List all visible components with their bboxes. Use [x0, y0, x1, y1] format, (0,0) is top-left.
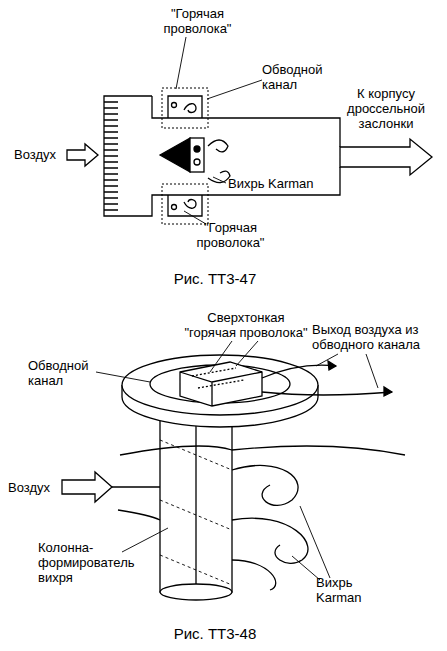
bypass-block [180, 362, 262, 406]
air-in-arrow [62, 472, 112, 502]
figure-caption: Рис. ТТ3-48 [150, 625, 280, 642]
hot-wire [172, 205, 177, 210]
part-label: Воздух [8, 480, 50, 495]
vortex-column-base [160, 584, 232, 600]
part-label: Вихрь Karman [316, 575, 371, 605]
part-label: Обводной канал [28, 358, 103, 388]
part-label: Сверхтонкая "горячая проволока" [182, 310, 310, 340]
leader-line [96, 341, 378, 580]
housing-outline [104, 96, 340, 216]
hot-wire [192, 368, 244, 388]
ring-top [122, 355, 318, 415]
part-label: Вихрь Karman [228, 176, 314, 191]
sensor-port [194, 159, 200, 165]
air-in-arrow [67, 144, 98, 166]
figure-caption: Рис. ТТ3-47 [150, 270, 280, 287]
hot-wire [172, 103, 177, 108]
intake-grid [104, 102, 118, 210]
part-label: Воздух [14, 147, 56, 162]
part-label: "Горячая проволока" [155, 6, 240, 36]
part-label: К корпусу дроссельной заслонки [340, 86, 432, 131]
karman-vortex [208, 140, 230, 183]
bypass-outlet-flow [262, 365, 392, 395]
vortex-generator-body [190, 138, 204, 172]
part-label: Колонна-формирователь вихря [38, 540, 138, 585]
vortex-column-edge [195, 415, 196, 598]
airflow-meter-plan [67, 37, 432, 224]
part-label: Обводной канал [262, 62, 337, 92]
air-out-arrow [340, 139, 432, 175]
vortex-generator [160, 138, 190, 172]
karman-vortex [232, 465, 308, 590]
vortex-column-hatch [160, 440, 232, 585]
sensor-port [194, 146, 200, 152]
air-stream [112, 446, 405, 520]
part-label: Выход воздуха из обводного канала [312, 322, 434, 352]
leader-line [176, 37, 262, 224]
part-label: "Горячая проволока" [188, 220, 273, 250]
arrow-head [328, 361, 392, 396]
